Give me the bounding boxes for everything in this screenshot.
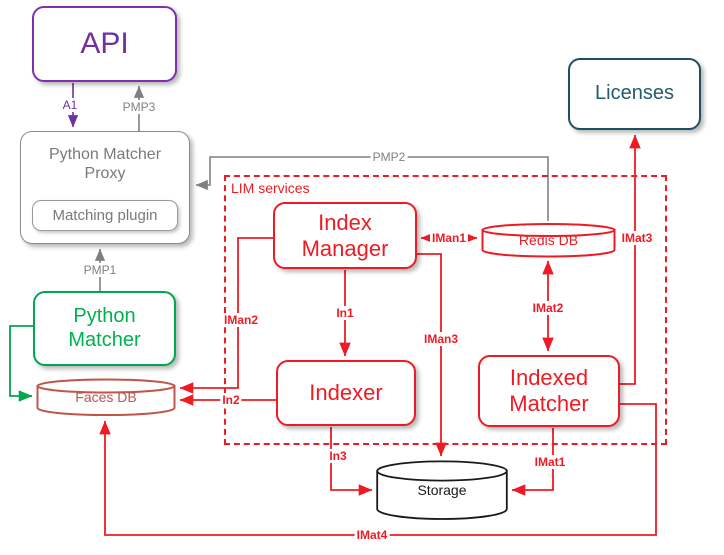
edge-label-a1: A1 (60, 98, 80, 112)
lim-services-group (224, 175, 667, 445)
cylinder-shape (36, 378, 176, 417)
edge-label-imat2: IMat2 (530, 301, 566, 315)
cylinder-shape (376, 460, 508, 520)
node-index-manager-label: Index Manager (301, 209, 389, 261)
lim-services-group-label: LIM services (231, 180, 310, 196)
node-python-matcher-label: Python Matcher (68, 304, 141, 351)
edge-label-iman2: IMan2 (221, 313, 261, 327)
edge-label-imat4: IMat4 (354, 528, 390, 542)
node-licenses[interactable]: Licenses (568, 58, 701, 130)
edge-label-imat1: IMat1 (532, 455, 568, 469)
node-indexer[interactable]: Indexer (276, 360, 416, 426)
node-index-manager[interactable]: Index Manager (273, 202, 417, 269)
node-indexed-matcher[interactable]: Indexed Matcher (478, 355, 620, 427)
cylinder-shape (481, 223, 616, 258)
node-licenses-label: Licenses (595, 82, 674, 105)
edge-label-pmp1: PMP1 (81, 263, 119, 277)
node-indexer-label: Indexer (309, 380, 383, 406)
edge-label-in1: In1 (334, 306, 356, 320)
edge-label-iman3: IMan3 (421, 332, 461, 346)
node-python-matcher-proxy-label: Python Matcher Proxy (48, 146, 162, 182)
node-matching-plugin[interactable]: Matching plugin (32, 200, 178, 231)
node-api[interactable]: API (32, 6, 177, 82)
edge-python-matcher-faces-db (9, 325, 33, 402)
edge-label-in2: In2 (220, 393, 242, 407)
node-python-matcher[interactable]: Python Matcher (33, 291, 176, 366)
edge-label-iman1: IMan1 (429, 231, 469, 245)
node-redis-db[interactable]: Redis DB (481, 222, 616, 258)
edge-label-in3: In3 (327, 449, 349, 463)
node-matching-plugin-label: Matching plugin (52, 207, 158, 224)
node-faces-db[interactable]: Faces DB (36, 378, 176, 417)
edge-label-imat3: IMat3 (619, 231, 655, 245)
node-storage[interactable]: Storage (376, 460, 508, 520)
node-indexed-matcher-label: Indexed Matcher (509, 365, 589, 416)
edge-label-pmp3: PMP3 (120, 100, 158, 114)
node-api-label: API (80, 27, 129, 61)
edge-label-pmp2: PMP2 (370, 150, 408, 164)
